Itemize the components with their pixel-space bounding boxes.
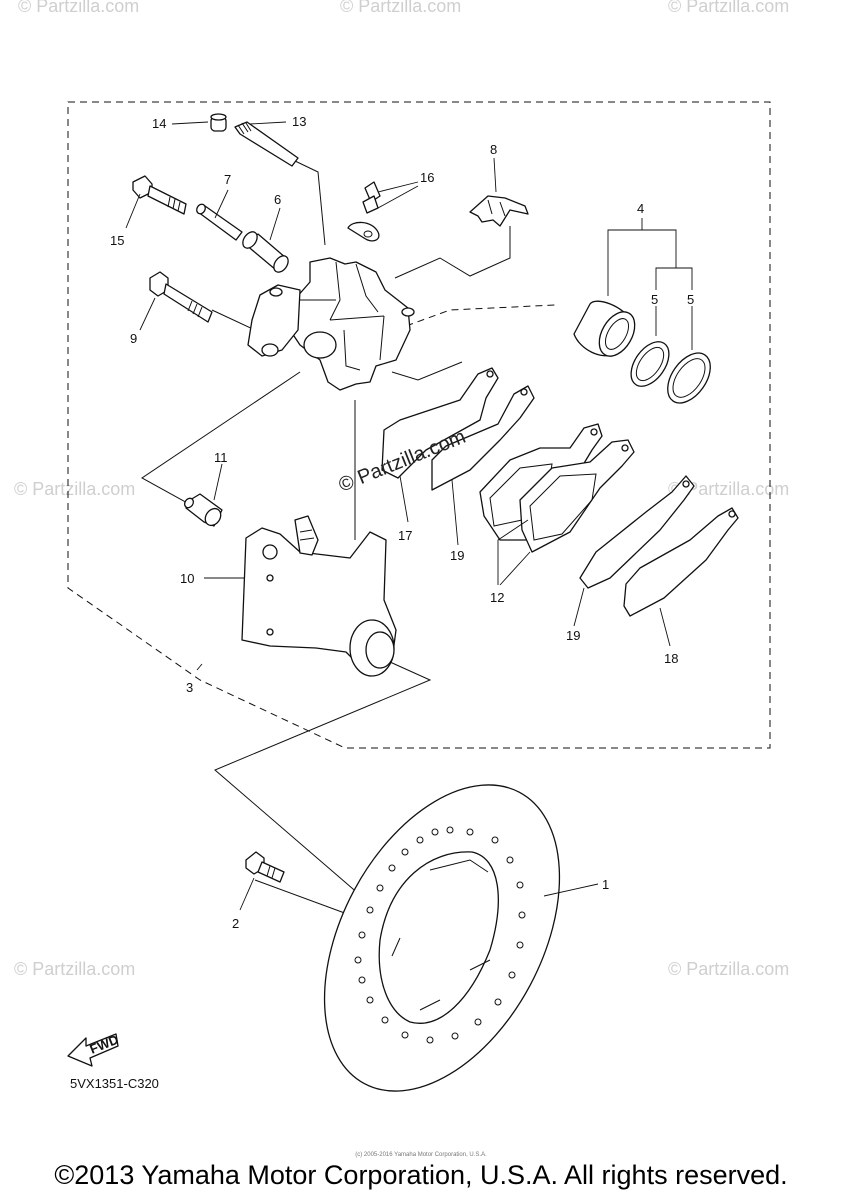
part-9-bolt [149, 271, 213, 323]
callout-labels: 14 13 7 6 16 8 4 5 5 15 9 11 10 17 19 12… [110, 114, 694, 931]
callout-3: 3 [186, 680, 193, 695]
part-17-shim [381, 367, 499, 479]
fwd-label: FWD [88, 1032, 121, 1057]
part-2-disc-bolt [245, 851, 285, 883]
callout-5b: 5 [687, 292, 694, 307]
caliper-assembly-boundary [67, 101, 771, 749]
part-13-pin [234, 121, 299, 167]
watermark-low-right: © Partzilla.com [668, 959, 789, 979]
part-10-caliper-bracket [241, 515, 397, 677]
callout-1: 1 [602, 877, 609, 892]
leader-lines [125, 121, 693, 911]
callout-14: 14 [152, 116, 166, 131]
part-16-bleed-screw [347, 181, 381, 242]
callout-6: 6 [274, 192, 281, 207]
callout-10: 10 [180, 571, 194, 586]
part-11-boot [183, 493, 223, 527]
callout-19a: 19 [450, 548, 464, 563]
part-5-seal-outer [667, 352, 711, 404]
callout-7: 7 [224, 172, 231, 187]
watermark-top-center: © Partzilla.com [340, 0, 461, 16]
part-19-pad-shim-front [431, 385, 535, 491]
part-8-spring-clip [469, 195, 529, 227]
callout-4: 4 [637, 201, 644, 216]
diagram-code: 5VX1351-C320 [70, 1076, 159, 1091]
callout-13: 13 [292, 114, 306, 129]
callout-12: 12 [490, 590, 504, 605]
part-7-slide-pin [196, 203, 243, 241]
disc-holes [354, 826, 526, 1044]
assembly-lines [141, 159, 556, 916]
callout-15: 15 [110, 233, 124, 248]
callout-19b: 19 [566, 628, 580, 643]
callout-17: 17 [398, 528, 412, 543]
small-credit: (c) 2005-2016 Yamaha Motor Corporation, … [355, 1152, 487, 1158]
callout-8: 8 [490, 142, 497, 157]
part-18-shim [623, 507, 739, 617]
watermark-mid-left: © Partzilla.com [14, 479, 135, 499]
part-12-brake-pads [479, 423, 635, 553]
fwd-arrow-icon: FWD [67, 1032, 121, 1067]
callout-11: 11 [214, 450, 228, 465]
callout-2: 2 [232, 916, 239, 931]
part-4-piston [573, 300, 636, 357]
part-6-bush [242, 231, 289, 273]
caliper-body [247, 257, 415, 391]
callout-16: 16 [420, 170, 434, 185]
part-15-bolt [132, 175, 187, 215]
watermark-top-right: © Partzilla.com [668, 0, 789, 16]
part-5-seal-inner [630, 341, 670, 387]
copyright-footer: ©2013 Yamaha Motor Corporation, U.S.A. A… [54, 1160, 788, 1190]
watermark-mid-right: © Partzilla.com [668, 479, 789, 499]
part-19-pad-shim-rear [579, 475, 695, 589]
watermark-top-left: © Partzilla.com [18, 0, 139, 16]
watermark-low-left: © Partzilla.com [14, 959, 135, 979]
part-1-brake-disc [323, 784, 561, 1092]
part-14-cap [210, 113, 227, 132]
callout-9: 9 [130, 331, 137, 346]
callout-18: 18 [664, 651, 678, 666]
callout-5a: 5 [651, 292, 658, 307]
